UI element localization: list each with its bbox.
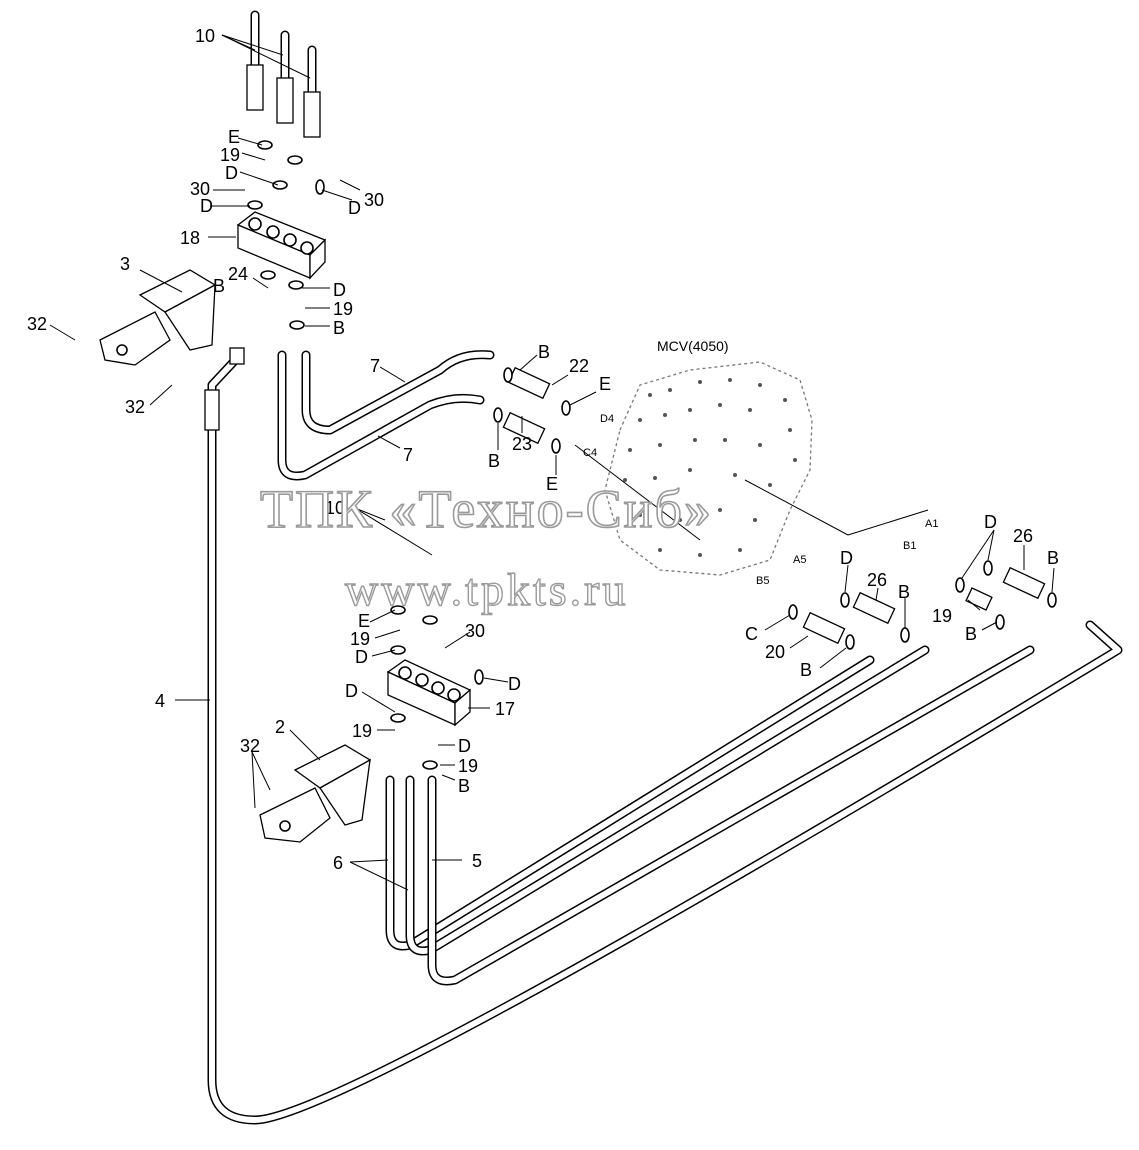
callout-b-top2: B bbox=[333, 318, 345, 338]
callout-d-a5: D bbox=[840, 548, 853, 568]
block-18 bbox=[236, 211, 327, 280]
callout-b-right: B bbox=[965, 624, 977, 644]
hose-7-lower bbox=[277, 350, 485, 481]
callout-e-22: E bbox=[599, 374, 611, 394]
callout-19-top: 19 bbox=[220, 145, 240, 165]
callout-5: 5 bbox=[472, 851, 482, 871]
callout-c-b5: C bbox=[745, 624, 758, 644]
callout-b-top: B bbox=[213, 276, 225, 296]
callout-b-mid: B bbox=[458, 776, 470, 796]
callout-22: 22 bbox=[569, 356, 589, 376]
callout-d-mid2: D bbox=[508, 674, 521, 694]
callout-32-a: 32 bbox=[27, 314, 47, 334]
callout-d-mid1: D bbox=[355, 647, 368, 667]
callout-d-mid3: D bbox=[345, 681, 358, 701]
callout-32-c: 32 bbox=[240, 736, 260, 756]
hose-4 bbox=[204, 347, 1123, 1125]
callout-10-mid: 10 bbox=[325, 498, 345, 518]
fittings bbox=[247, 140, 1057, 770]
port-label-d4: D4 bbox=[600, 413, 614, 425]
callout-e-23: E bbox=[546, 474, 558, 494]
callout-17: 17 bbox=[495, 699, 515, 719]
bracket-3 bbox=[99, 269, 217, 366]
callout-b-a5: B bbox=[898, 582, 910, 602]
callout-7-a: 7 bbox=[370, 356, 380, 376]
callout-d-top4: D bbox=[333, 280, 346, 300]
callout-10-top: 10 bbox=[195, 26, 215, 46]
callout-d-top1: D bbox=[225, 163, 238, 183]
bracket-2 bbox=[259, 744, 372, 843]
top-hose-ends bbox=[246, 10, 321, 138]
callout-d-a1: D bbox=[984, 512, 997, 532]
watermark-url: www.tpkts.ru bbox=[345, 564, 628, 615]
callout-19-right: 19 bbox=[932, 606, 952, 626]
leader-lines bbox=[49, 34, 1055, 891]
port-label-a1: A1 bbox=[925, 518, 938, 530]
callout-23: 23 bbox=[512, 434, 532, 454]
callout-d-top2: D bbox=[200, 196, 213, 216]
callout-7-b: 7 bbox=[403, 445, 413, 465]
callout-d-mid4: D bbox=[458, 736, 471, 756]
port-label-c4: C4 bbox=[583, 447, 597, 459]
callout-26-a: 26 bbox=[1013, 526, 1033, 546]
callout-b-23: B bbox=[488, 451, 500, 471]
callout-6: 6 bbox=[333, 853, 343, 873]
port-label-b5: B5 bbox=[756, 575, 769, 587]
callout-b-b5: B bbox=[800, 660, 812, 680]
callouts: 10 E 19 D 30 D D 30 18 3 24 B D 19 B 32 … bbox=[27, 26, 1059, 873]
callout-4: 4 bbox=[155, 691, 165, 711]
callout-30-right: 30 bbox=[364, 190, 384, 210]
callout-3: 3 bbox=[120, 254, 130, 274]
callout-19-mid: 19 bbox=[350, 629, 370, 649]
callout-b-a1: B bbox=[1047, 548, 1059, 568]
callout-19-mid3: 19 bbox=[458, 756, 478, 776]
mcv-title: MCV(4050) bbox=[657, 338, 729, 354]
callout-30-mid: 30 bbox=[465, 621, 485, 641]
watermark-company: ТПК «Техно-Сиб» bbox=[260, 479, 713, 539]
callout-e-mid: E bbox=[358, 611, 370, 631]
callout-24: 24 bbox=[228, 264, 248, 284]
callout-b-22: B bbox=[538, 342, 550, 362]
port-label-a5: A5 bbox=[793, 554, 806, 566]
callout-2: 2 bbox=[275, 717, 285, 737]
callout-20: 20 bbox=[765, 642, 785, 662]
hoses-5-6 bbox=[385, 645, 1035, 986]
callout-19-mid2: 19 bbox=[352, 721, 372, 741]
callout-19-top2: 19 bbox=[333, 299, 353, 319]
block-17 bbox=[386, 659, 472, 727]
callout-18: 18 bbox=[180, 228, 200, 248]
callout-26-b: 26 bbox=[867, 570, 887, 590]
callout-32-b: 32 bbox=[125, 397, 145, 417]
callout-30-left: 30 bbox=[190, 179, 210, 199]
hose-7-upper bbox=[301, 350, 495, 435]
callout-e-top: E bbox=[228, 127, 240, 147]
callout-d-top3: D bbox=[348, 198, 361, 218]
port-label-b1: B1 bbox=[903, 540, 916, 552]
mcv-valve: MCV(4050) bbox=[604, 338, 813, 576]
